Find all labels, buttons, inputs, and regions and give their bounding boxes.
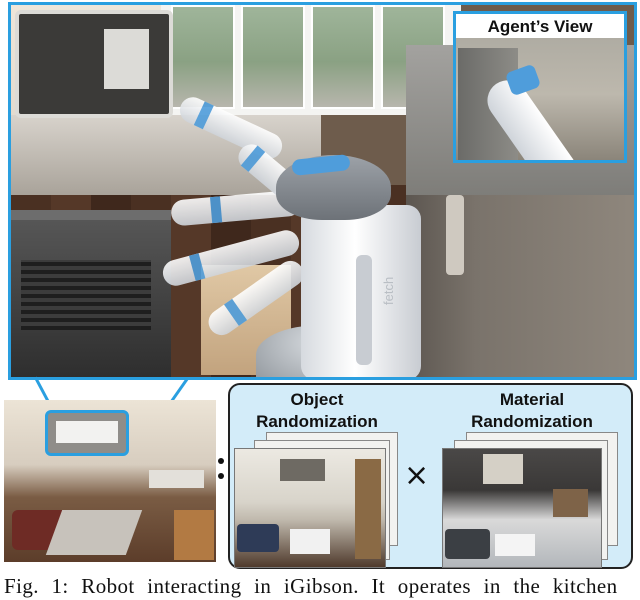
label-line: Randomization	[256, 412, 378, 431]
label-line: Material	[499, 390, 565, 409]
dining-table	[149, 470, 204, 488]
agent-view-inset: Agent’s View	[453, 11, 627, 163]
sofa-object	[445, 529, 490, 559]
oven	[11, 210, 171, 377]
window-pane	[171, 5, 235, 109]
cabinet-object	[280, 459, 325, 481]
robot-logo: fetch	[381, 276, 396, 305]
object-randomization-label: Object Randomization	[252, 389, 382, 433]
microwave	[15, 10, 173, 118]
robot-torso	[301, 205, 421, 377]
table-object	[290, 529, 330, 554]
rug	[45, 510, 143, 555]
chair-object	[553, 489, 588, 517]
robot-head	[276, 154, 391, 220]
sofa-object	[237, 524, 279, 552]
kitchen-highlight-box	[45, 410, 129, 456]
window-pane	[241, 5, 305, 109]
agent-view-title: Agent’s View	[456, 14, 624, 38]
figure-caption: Fig. 1: Robot interacting in iGibson. It…	[4, 574, 618, 598]
material-randomization-label: Material Randomization	[462, 389, 602, 433]
label-line: Object	[290, 390, 344, 409]
label-line: Randomization	[471, 412, 593, 431]
times-operator: ×	[404, 458, 430, 493]
door-object	[355, 459, 381, 559]
object-randomization-sample	[234, 448, 386, 568]
material-randomization-sample	[442, 448, 602, 568]
ellipsis-dot	[218, 458, 224, 464]
cabinet	[174, 510, 214, 560]
table-object	[495, 534, 535, 556]
window-object	[483, 454, 523, 484]
window-pane	[311, 5, 375, 109]
ellipsis-dot	[218, 473, 224, 479]
